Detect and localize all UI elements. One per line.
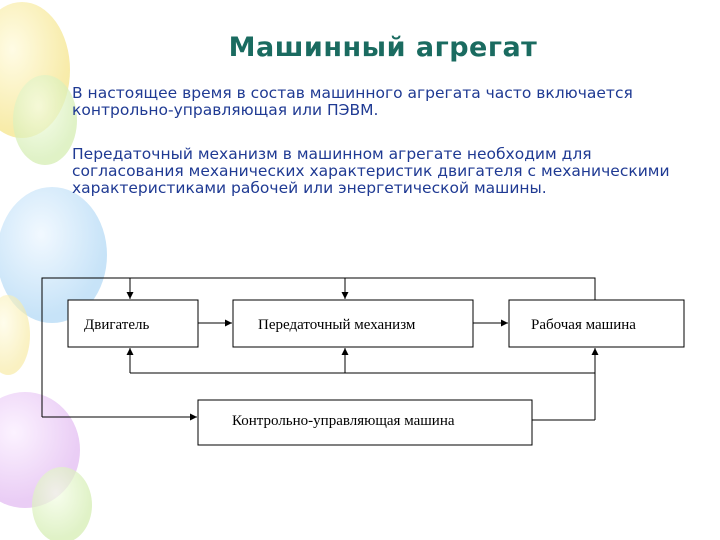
controller-label: Контрольно-управляющая машина — [232, 413, 455, 429]
top-control-line — [41, 277, 596, 417]
paragraph-computer: В настоящее время в состав машинного агр… — [72, 84, 633, 119]
transmission-box — [232, 299, 474, 348]
controller-box — [197, 399, 533, 446]
balloon-blue — [0, 187, 107, 323]
engine-box — [67, 299, 199, 348]
balloon-yellow-small — [0, 295, 30, 375]
working-machine-label: Рабочая машина — [531, 317, 636, 333]
slide-title: Машинный агрегат — [228, 32, 538, 63]
balloon-green — [13, 75, 77, 165]
transmission-label: Передаточный механизм — [258, 317, 416, 333]
paragraph-transmission: Передаточный механизм в машинном агрегат… — [72, 145, 670, 197]
working-machine-box — [508, 299, 685, 348]
balloon-green-small — [32, 467, 92, 540]
engine-label: Двигатель — [84, 317, 149, 333]
